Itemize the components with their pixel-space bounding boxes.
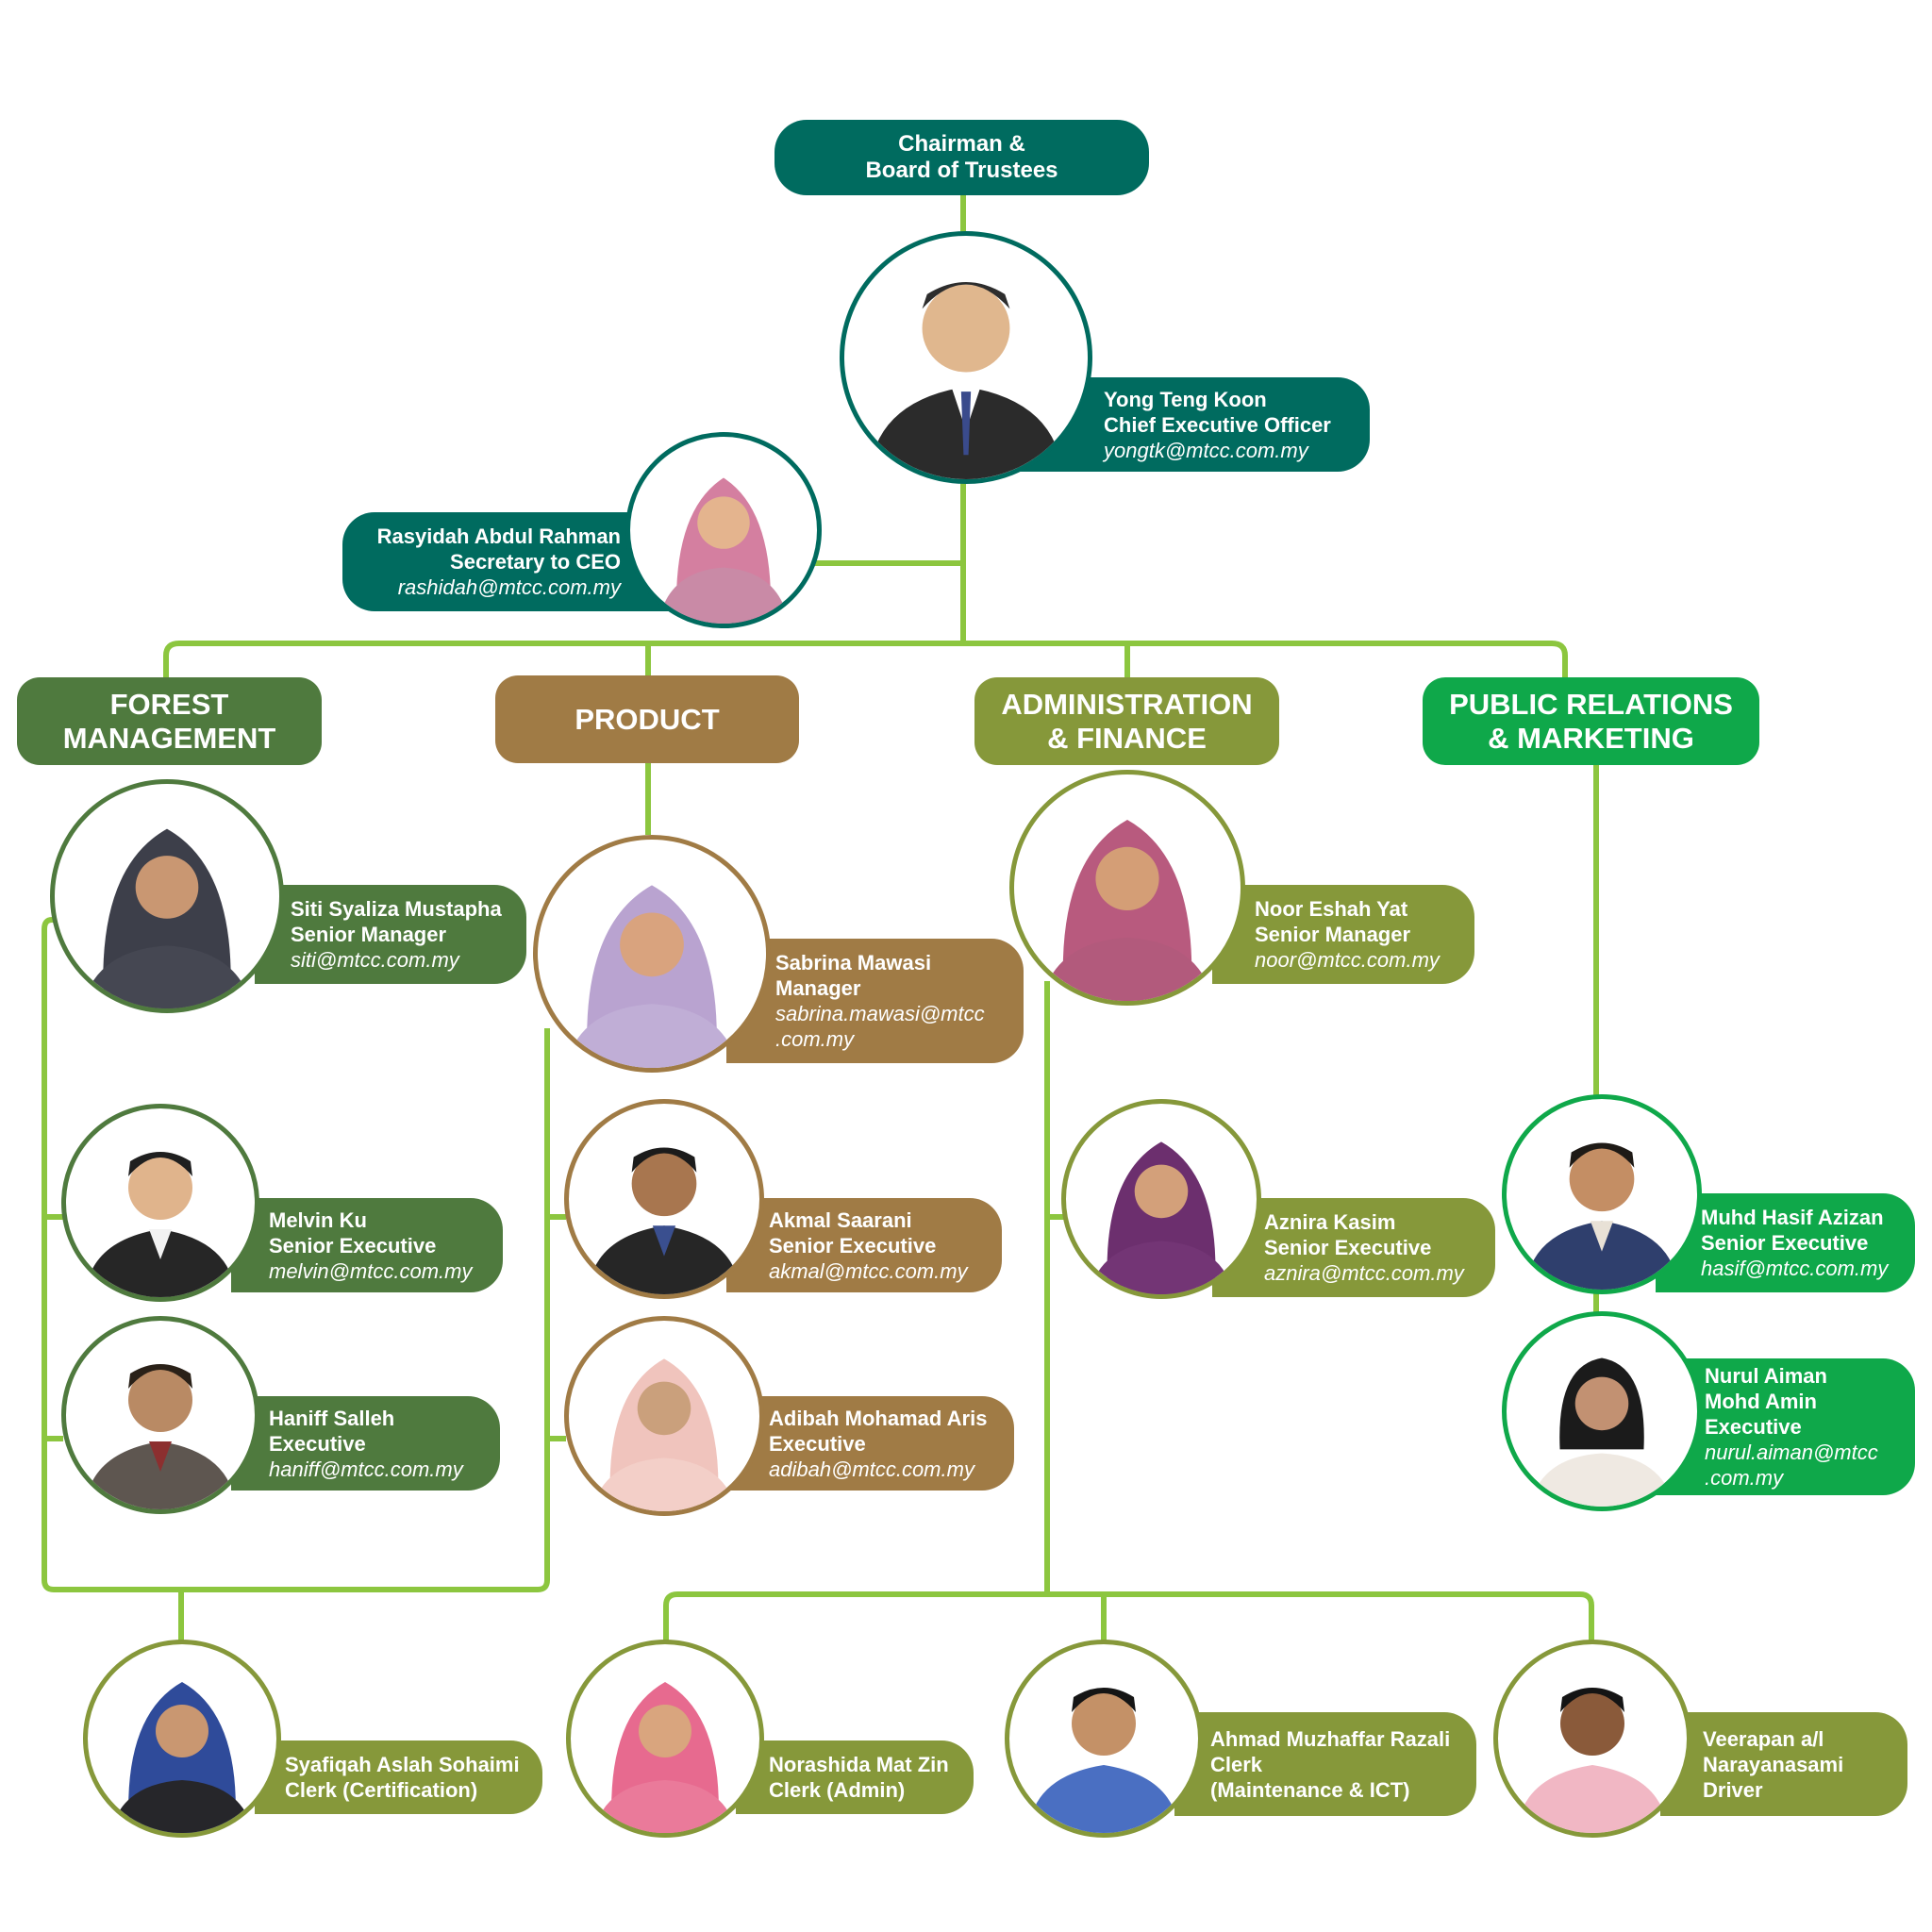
haniff-name: Haniff Salleh — [269, 1406, 395, 1430]
hasif-name: Muhd Hasif Azizan — [1701, 1206, 1884, 1229]
aznira-title: Senior Executive — [1264, 1236, 1432, 1259]
akmal-photo — [564, 1099, 764, 1299]
ahmad-card: Ahmad Muzhaffar Razali Clerk (Maintenanc… — [1174, 1712, 1476, 1816]
melvin-name: Melvin Ku — [269, 1208, 367, 1232]
syafiqah-title: Clerk (Certification) — [285, 1778, 478, 1802]
adibah-email: adibah@mtcc.com.my — [769, 1457, 974, 1481]
ahmad-name: Ahmad Muzhaffar Razali — [1210, 1726, 1451, 1751]
dept-administration-finance: ADMINISTRATION & FINANCE — [974, 677, 1279, 765]
akmal-title: Senior Executive — [769, 1233, 937, 1257]
veerapan-title: Driver — [1703, 1777, 1763, 1802]
adibah-name: Adibah Mohamad Aris — [769, 1406, 988, 1430]
ceo-title: Chief Executive Officer — [1104, 412, 1331, 437]
melvin-card: Melvin Ku Senior Executive melvin@mtcc.c… — [231, 1198, 503, 1292]
haniff-title: Executive — [269, 1431, 366, 1456]
nurul-name: Nurul Aiman Mohd Amin — [1705, 1364, 1827, 1413]
aznira-name: Aznira Kasim — [1264, 1210, 1396, 1234]
haniff-email: haniff@mtcc.com.my — [269, 1457, 463, 1481]
sabrina-email: sabrina.mawasi@mtcc .com.my — [775, 1002, 985, 1051]
siti-card: Siti Syaliza Mustapha Senior Manager sit… — [255, 885, 526, 984]
norashida-card: Norashida Mat Zin Clerk (Admin) — [736, 1740, 974, 1814]
ceo-email: yongtk@mtcc.com.my — [1104, 438, 1308, 462]
ahmad-title: Clerk (Maintenance & ICT) — [1210, 1752, 1410, 1802]
veerapan-name: Veerapan a/l Narayanasami — [1703, 1726, 1844, 1776]
sabrina-photo — [533, 835, 771, 1073]
secretary-photo — [625, 432, 822, 628]
nurul-photo — [1502, 1311, 1702, 1511]
norashida-name: Norashida Mat Zin — [769, 1753, 949, 1776]
adibah-photo — [564, 1316, 764, 1516]
haniff-card: Haniff Salleh Executive haniff@mtcc.com.… — [231, 1396, 500, 1491]
hasif-photo — [1502, 1094, 1702, 1294]
adibah-title: Executive — [769, 1431, 866, 1456]
ahmad-photo — [1005, 1640, 1203, 1838]
secretary-card: Rasyidah Abdul Rahman Secretary to CEO r… — [342, 512, 670, 611]
sabrina-card: Sabrina Mawasi Manager sabrina.mawasi@mt… — [726, 939, 1024, 1063]
ceo-photo — [840, 231, 1092, 484]
secretary-title: Secretary to CEO — [450, 550, 621, 574]
syafiqah-name: Syafiqah Aslah Sohaimi — [285, 1753, 520, 1776]
secretary-email: rashidah@mtcc.com.my — [397, 575, 621, 599]
secretary-name: Rasyidah Abdul Rahman — [376, 525, 621, 548]
melvin-email: melvin@mtcc.com.my — [269, 1258, 473, 1283]
veerapan-photo — [1493, 1640, 1691, 1838]
veerapan-card: Veerapan a/l Narayanasami Driver — [1660, 1712, 1907, 1816]
hasif-email: hasif@mtcc.com.my — [1701, 1257, 1889, 1280]
noor-title: Senior Manager — [1255, 923, 1411, 946]
nurul-title: Executive — [1705, 1415, 1802, 1439]
siti-title: Senior Manager — [291, 923, 447, 946]
sabrina-name: Sabrina Mawasi — [775, 951, 932, 974]
ceo-name: Yong Teng Koon — [1104, 387, 1267, 411]
hasif-title: Senior Executive — [1701, 1231, 1869, 1255]
ceo-card: Yong Teng Koon Chief Executive Officer y… — [1019, 377, 1370, 472]
aznira-email: aznira@mtcc.com.my — [1264, 1261, 1464, 1285]
dept-forest-management: FOREST MANAGEMENT — [17, 677, 322, 765]
dept-public-relations-marketing: PUBLIC RELATIONS & MARKETING — [1423, 677, 1759, 765]
norashida-photo — [566, 1640, 764, 1838]
siti-email: siti@mtcc.com.my — [291, 948, 459, 972]
noor-email: noor@mtcc.com.my — [1255, 948, 1440, 972]
dept-product: PRODUCT — [495, 675, 799, 763]
syafiqah-card: Syafiqah Aslah Sohaimi Clerk (Certificat… — [255, 1740, 542, 1814]
nurul-email: nurul.aiman@mtcc .com.my — [1705, 1441, 1878, 1490]
board-of-trustees-box: Chairman & Board of Trustees — [774, 120, 1149, 195]
siti-photo — [50, 779, 284, 1013]
noor-card: Noor Eshah Yat Senior Manager noor@mtcc.… — [1212, 885, 1474, 984]
sabrina-title: Manager — [775, 976, 861, 1000]
melvin-title: Senior Executive — [269, 1233, 437, 1257]
haniff-photo — [61, 1316, 259, 1514]
akmal-name: Akmal Saarani — [769, 1208, 912, 1232]
syafiqah-photo — [83, 1640, 281, 1838]
aznira-photo — [1061, 1099, 1261, 1299]
noor-name: Noor Eshah Yat — [1255, 897, 1408, 921]
akmal-card: Akmal Saarani Senior Executive akmal@mtc… — [726, 1198, 1002, 1292]
siti-name: Siti Syaliza Mustapha — [291, 897, 502, 921]
melvin-photo — [61, 1104, 259, 1302]
norashida-title: Clerk (Admin) — [769, 1778, 906, 1802]
adibah-card: Adibah Mohamad Aris Executive adibah@mtc… — [726, 1396, 1014, 1491]
noor-photo — [1009, 770, 1245, 1006]
akmal-email: akmal@mtcc.com.my — [769, 1258, 968, 1283]
